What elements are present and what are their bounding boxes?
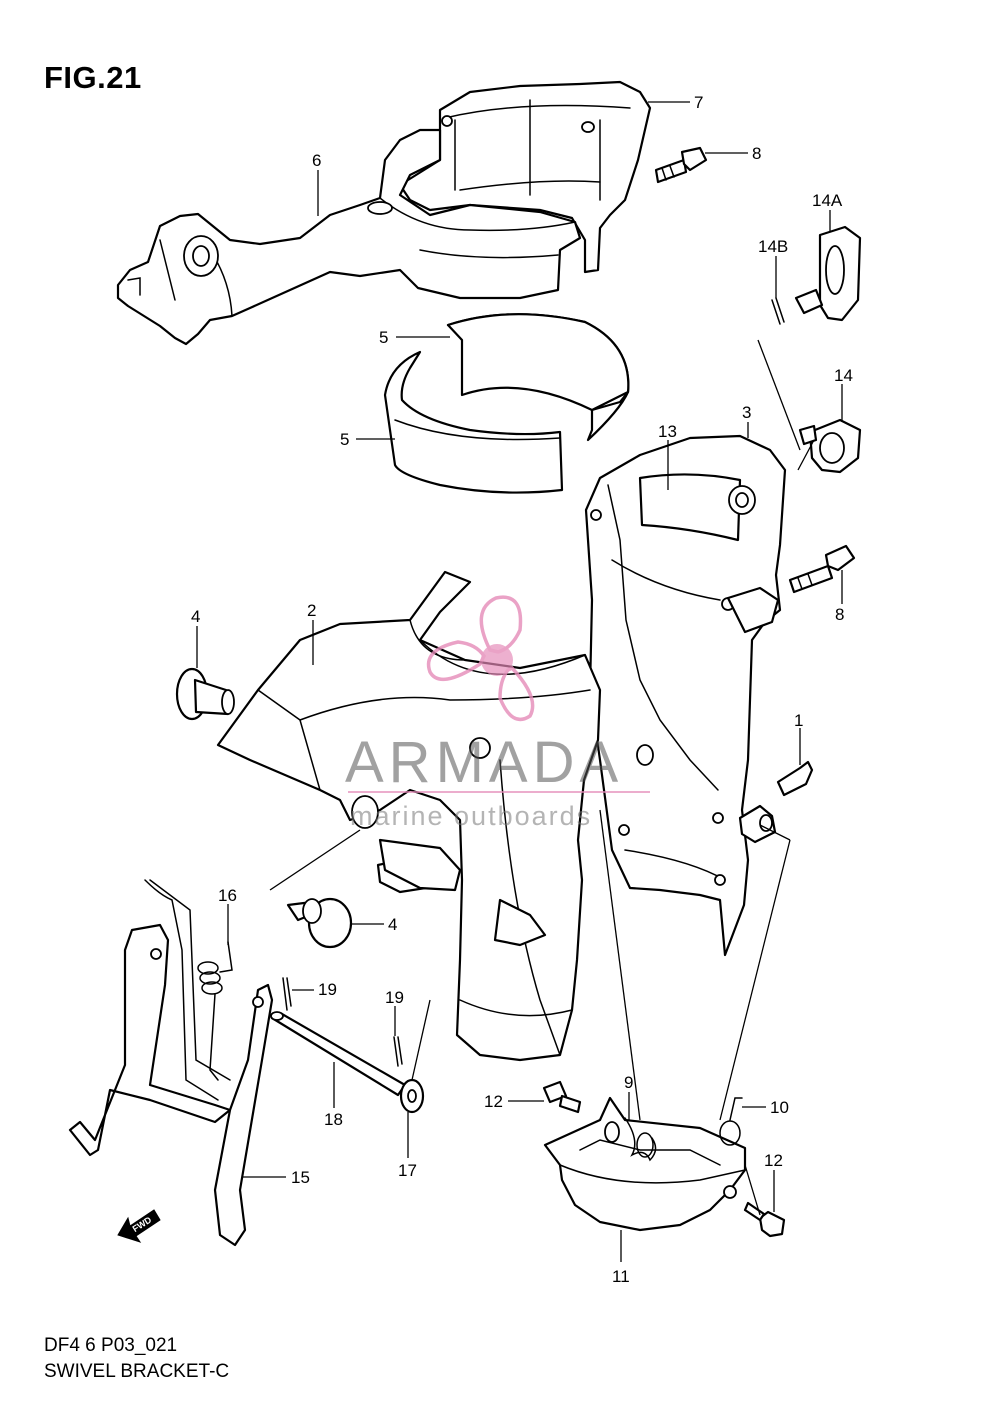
callout-label: 11 xyxy=(612,1267,630,1286)
part-14b-cotter-pin xyxy=(771,297,785,325)
part-11-steering-bracket xyxy=(543,1096,747,1232)
callout-10: 10 xyxy=(742,1098,789,1117)
part-17-washer xyxy=(399,1078,425,1114)
callout-1: 1 xyxy=(794,711,803,765)
callout-label: 9 xyxy=(624,1073,633,1092)
callout-label: 13 xyxy=(658,422,677,441)
callout-label: 2 xyxy=(307,601,316,620)
callout-label: 8 xyxy=(835,605,844,624)
part-10-spring xyxy=(719,1097,743,1146)
callout-label: 4 xyxy=(388,915,397,934)
callout-label: 19 xyxy=(318,980,337,999)
callout-label: 5 xyxy=(340,430,349,449)
callout-19-upper: 19 xyxy=(292,980,337,999)
figure-title: FIG.21 xyxy=(44,60,142,95)
watermark-brand: ARMADA xyxy=(345,730,623,795)
part-7-clamp-upper xyxy=(398,80,652,274)
watermark-logo-icon xyxy=(426,595,535,722)
callout-3: 3 xyxy=(742,403,751,438)
callout-17: 17 xyxy=(398,1112,417,1180)
callout-14a: 14A xyxy=(812,191,843,232)
callout-label: 7 xyxy=(694,93,703,112)
callout-label: 16 xyxy=(218,886,237,905)
watermark-tagline: marine outboards xyxy=(350,801,592,831)
part-1-grease-nipple xyxy=(738,760,814,844)
part-15-tilt-lever xyxy=(68,879,274,1247)
assembly-guide-lines xyxy=(269,339,815,1216)
figure-code: DF4 6 P03_021 xyxy=(44,1335,178,1356)
callout-12-right: 12 xyxy=(764,1151,783,1212)
part-5-bushing-lower xyxy=(383,350,564,494)
callout-12-left: 12 xyxy=(484,1092,544,1111)
part-8-bolt-upper xyxy=(654,146,708,184)
callout-label: 18 xyxy=(324,1110,343,1129)
callout-7: 7 xyxy=(648,93,703,112)
callout-label: 15 xyxy=(291,1168,310,1187)
callout-label: 14 xyxy=(834,366,853,385)
part-19-cotter-pin-lower xyxy=(393,1036,403,1067)
callout-5-upper: 5 xyxy=(379,328,450,347)
part-12-bolt-left xyxy=(542,1080,582,1114)
callout-label: 17 xyxy=(398,1161,417,1180)
callout-14: 14 xyxy=(834,366,853,422)
part-2-swivel-bracket xyxy=(216,570,654,1062)
part-8-bolt-lower xyxy=(788,544,856,594)
part-14-knob xyxy=(798,418,862,474)
callout-label: 5 xyxy=(379,328,388,347)
callout-8-lower: 8 xyxy=(835,570,844,624)
figure-name: SWIVEL BRACKET-C xyxy=(44,1361,230,1382)
part-4-bushing-lower xyxy=(286,897,353,949)
callout-8-upper: 8 xyxy=(705,144,761,163)
callout-label: 14A xyxy=(812,191,843,210)
callout-16: 16 xyxy=(218,886,237,945)
fwd-arrow-marker: FWD xyxy=(117,1209,161,1243)
callout-13: 13 xyxy=(658,422,677,490)
callout-label: 19 xyxy=(385,988,404,1007)
callout-5-lower: 5 xyxy=(340,430,395,449)
callout-4-upper: 4 xyxy=(191,607,200,668)
part-19-cotter-pin-upper xyxy=(282,977,292,1011)
callout-label: 12 xyxy=(484,1092,503,1111)
callout-4-lower: 4 xyxy=(350,915,397,934)
callout-19-lower: 19 xyxy=(385,988,404,1036)
part-4-bushing-upper xyxy=(175,667,235,721)
callout-label: 6 xyxy=(312,151,321,170)
part-14a-knob xyxy=(794,225,862,322)
part-6-swivel-arm xyxy=(116,128,582,346)
part-18-shaft xyxy=(270,1011,407,1097)
callout-2: 2 xyxy=(307,601,316,665)
callout-15: 15 xyxy=(242,1168,310,1187)
part-5-bushing-upper xyxy=(446,313,630,442)
part-9-spring xyxy=(624,1117,657,1162)
callout-label: 12 xyxy=(764,1151,783,1170)
callout-label: 14B xyxy=(758,237,788,256)
callout-6: 6 xyxy=(312,151,321,216)
callout-label: 4 xyxy=(191,607,200,626)
callout-label: 3 xyxy=(742,403,751,422)
callout-14b: 14B xyxy=(758,237,788,298)
part-16-torsion-spring xyxy=(197,941,233,1081)
callout-11: 11 xyxy=(612,1230,630,1286)
callout-label: 10 xyxy=(770,1098,789,1117)
part-12-bolt-right xyxy=(743,1201,786,1238)
callout-18: 18 xyxy=(324,1062,343,1129)
callout-9: 9 xyxy=(624,1073,633,1120)
callout-label: 1 xyxy=(794,711,803,730)
callout-label: 8 xyxy=(752,144,761,163)
part-3-swivel-case xyxy=(584,434,787,957)
